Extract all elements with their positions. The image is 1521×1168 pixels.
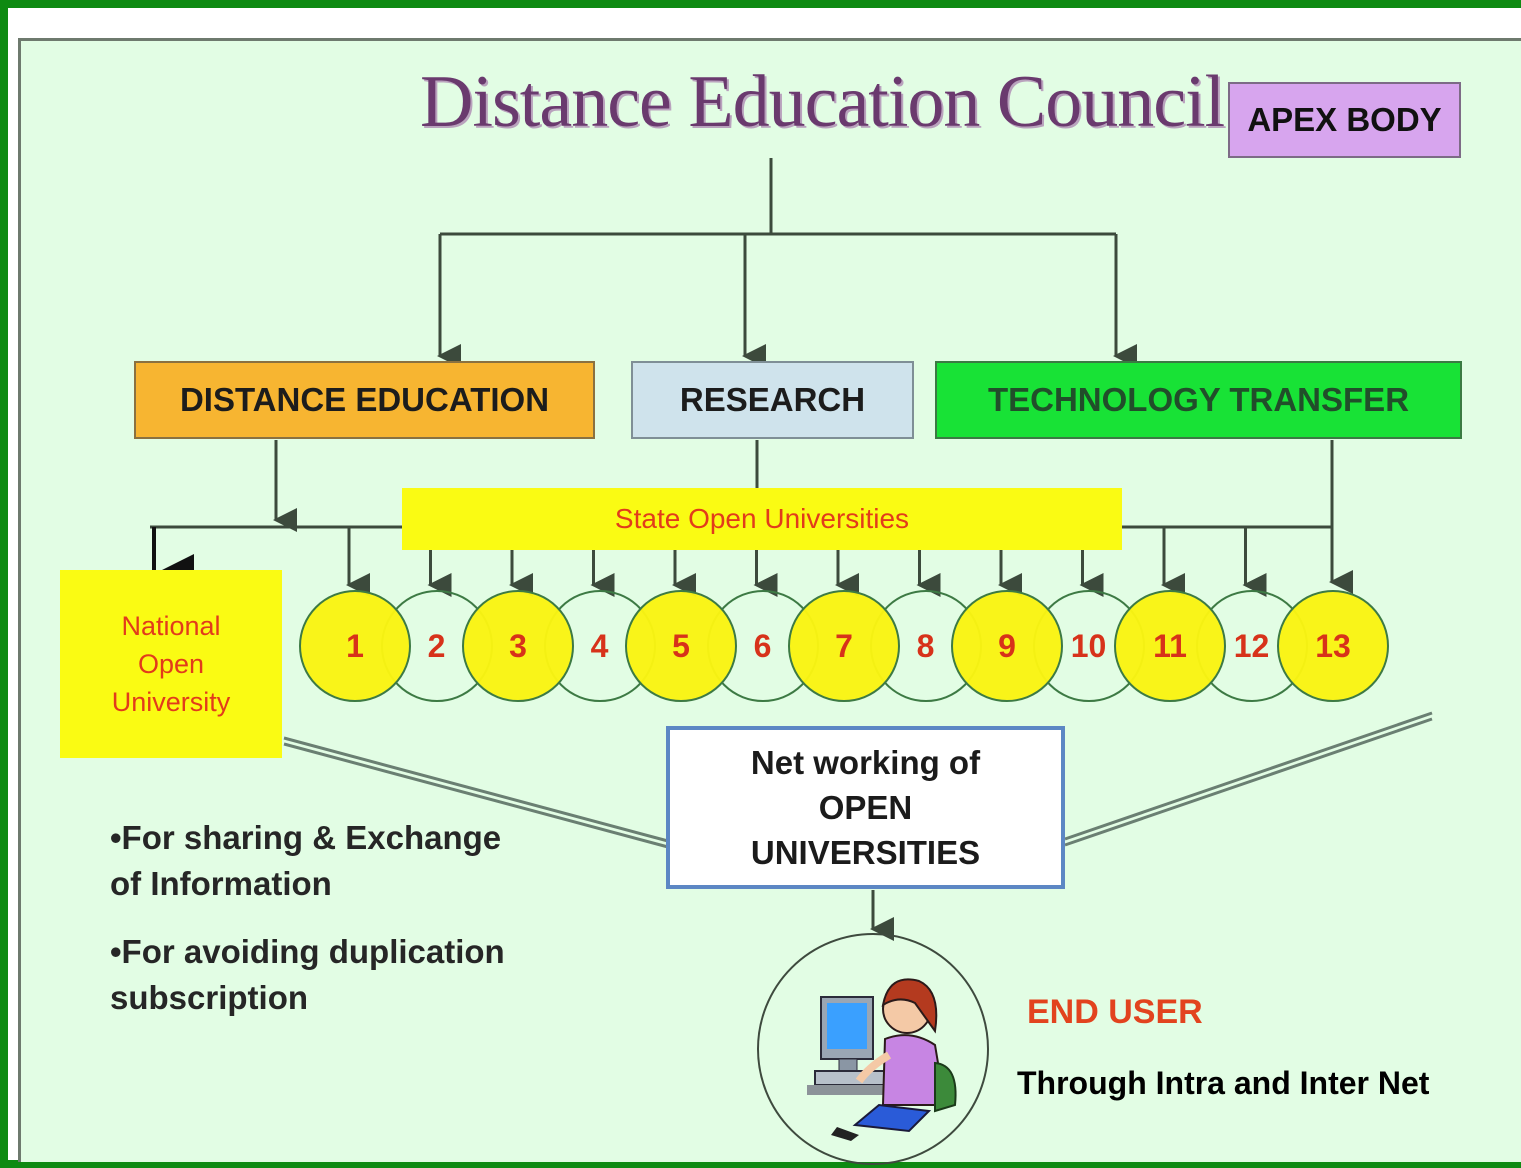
purpose-item-1: •For sharing & Exchange of Information [110,815,501,907]
networking-line-3: UNIVERSITIES [750,834,981,871]
purpose-item-2-line-1: •For avoiding duplication [110,933,505,970]
distance-education-box: DISTANCE EDUCATION [134,361,595,439]
state-open-universities-box: State Open Universities [402,488,1122,550]
networking-line-1: Net working of [750,744,981,781]
university-circle-9: 9 [951,590,1063,702]
purpose-item-1-line-2: of Information [110,865,332,902]
nou-line-1: National [121,611,221,641]
university-circle-5: 5 [625,590,737,702]
networking-line-2: OPEN [818,789,913,826]
university-circle-13: 13 [1277,590,1389,702]
university-circle-3: 3 [462,590,574,702]
university-circle-7: 7 [788,590,900,702]
end-user-label: END USER [1027,993,1203,1031]
national-open-university-box: National Open University [60,570,282,758]
nou-line-3: University [111,687,231,717]
purpose-item-2-line-2: subscription [110,979,309,1016]
university-circle-11: 11 [1114,590,1226,702]
university-circle-1: 1 [299,590,411,702]
frame-border-top [0,0,1521,8]
purpose-item-1-line-1: •For sharing & Exchange [110,819,502,856]
page-title: Distance Education Council [420,61,1225,143]
nou-line-2: Open [137,649,205,679]
frame-border-bottom [0,1160,1521,1165]
purpose-item-2: •For avoiding duplication subscription [110,929,505,1021]
frame-border-left [0,0,8,1165]
end-user-circle [757,933,989,1165]
apex-body-label: APEX BODY [1228,82,1461,158]
research-box: RESEARCH [631,361,914,439]
networking-box: Net working of OPEN UNIVERSITIES [666,726,1065,889]
computer-user-icon [807,978,957,1141]
through-label: Through Intra and Inter Net [1017,1065,1430,1101]
technology-transfer-box: TECHNOLOGY TRANSFER [935,361,1462,439]
